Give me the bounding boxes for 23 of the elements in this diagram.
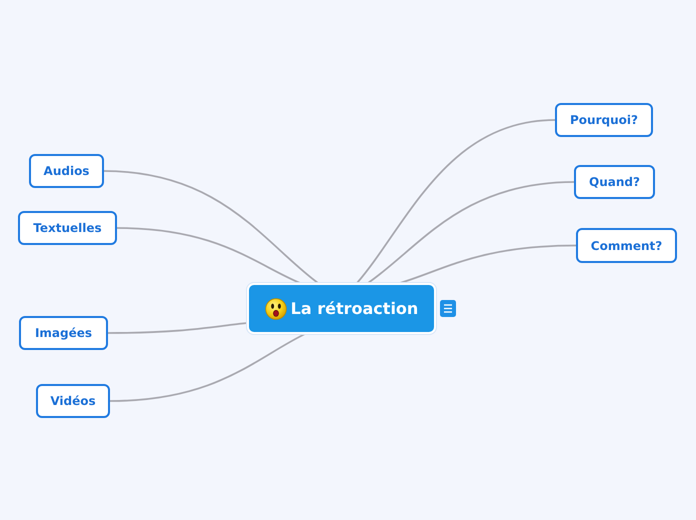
branch-line	[356, 119, 556, 284]
subtopic-label: Comment?	[590, 238, 662, 252]
subtopic-label: Quand?	[589, 175, 640, 189]
subtopic-node	[29, 154, 104, 188]
subtopic-node	[19, 316, 108, 350]
subtopic-label: Imagées	[34, 326, 92, 340]
branch-line	[107, 322, 248, 334]
branch-line	[103, 170, 319, 284]
subtopic-node	[36, 384, 110, 418]
subtopic-node	[18, 211, 117, 245]
branch-line	[116, 227, 301, 284]
subtopic-node	[574, 165, 655, 199]
central-topic-title: La rétroaction	[290, 299, 418, 318]
subtopic-label: Vidéos	[50, 394, 96, 408]
subtopic-label: Pourquoi?	[570, 113, 638, 127]
branch-line	[399, 244, 577, 284]
central-topic-node	[247, 283, 436, 334]
subtopic-label: Textuelles	[33, 221, 102, 235]
subtopic-node	[555, 103, 653, 137]
branch-line	[367, 181, 575, 284]
branch-line	[109, 333, 306, 402]
subtopic-node	[576, 228, 677, 263]
subtopic-label: Audios	[44, 164, 90, 178]
